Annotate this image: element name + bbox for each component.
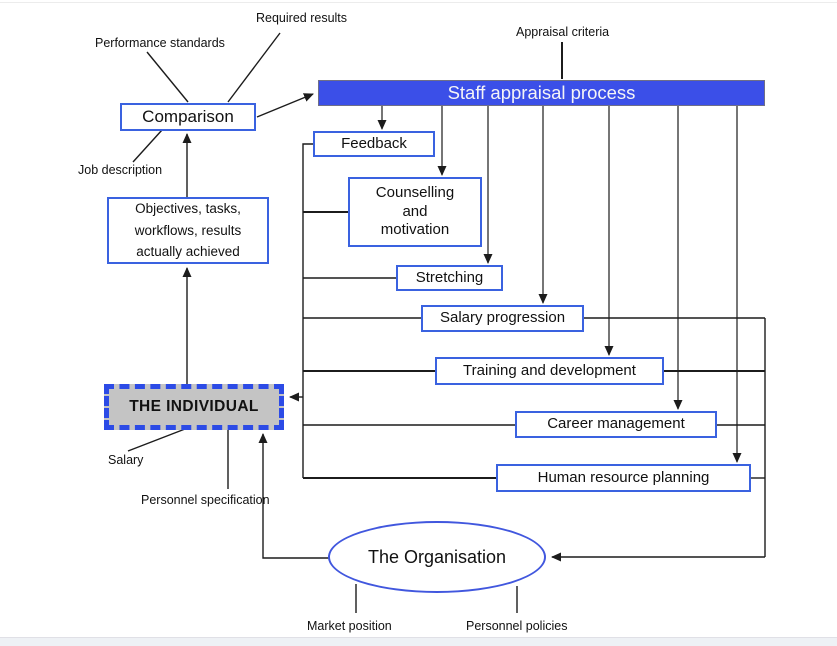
human-resource-planning-box: Human resource planning — [496, 464, 751, 492]
performance-standards-label: Performance standards — [95, 36, 225, 50]
appraisal-criteria-label: Appraisal criteria — [516, 25, 610, 39]
counselling-motivation-box: Counselling and motivation — [348, 177, 482, 247]
feedback-box: Feedback — [313, 131, 435, 157]
the-organisation-ellipse: The Organisation — [328, 521, 546, 593]
footer-strip — [0, 637, 837, 646]
comparison-box: Comparison — [120, 103, 256, 131]
staff-appraisal-process-banner: Staff appraisal process — [318, 80, 765, 106]
objectives-box: Objectives, tasks, workflows, results ac… — [107, 197, 269, 264]
career-management-box: Career management — [515, 411, 717, 438]
required-results-label: Required results — [256, 11, 348, 25]
stretching-box: Stretching — [396, 265, 503, 291]
salary-label: Salary — [108, 453, 144, 467]
training-development-box: Training and development — [435, 357, 664, 385]
the-individual-box: THE INDIVIDUAL — [104, 384, 284, 430]
personnel-policies-label: Personnel policies — [466, 619, 568, 633]
job-description-label: Job description — [78, 163, 163, 177]
personnel-specification-label: Personnel specification — [141, 493, 270, 507]
market-position-label: Market position — [307, 619, 392, 633]
salary-progression-box: Salary progression — [421, 305, 584, 332]
top-divider — [0, 2, 837, 3]
